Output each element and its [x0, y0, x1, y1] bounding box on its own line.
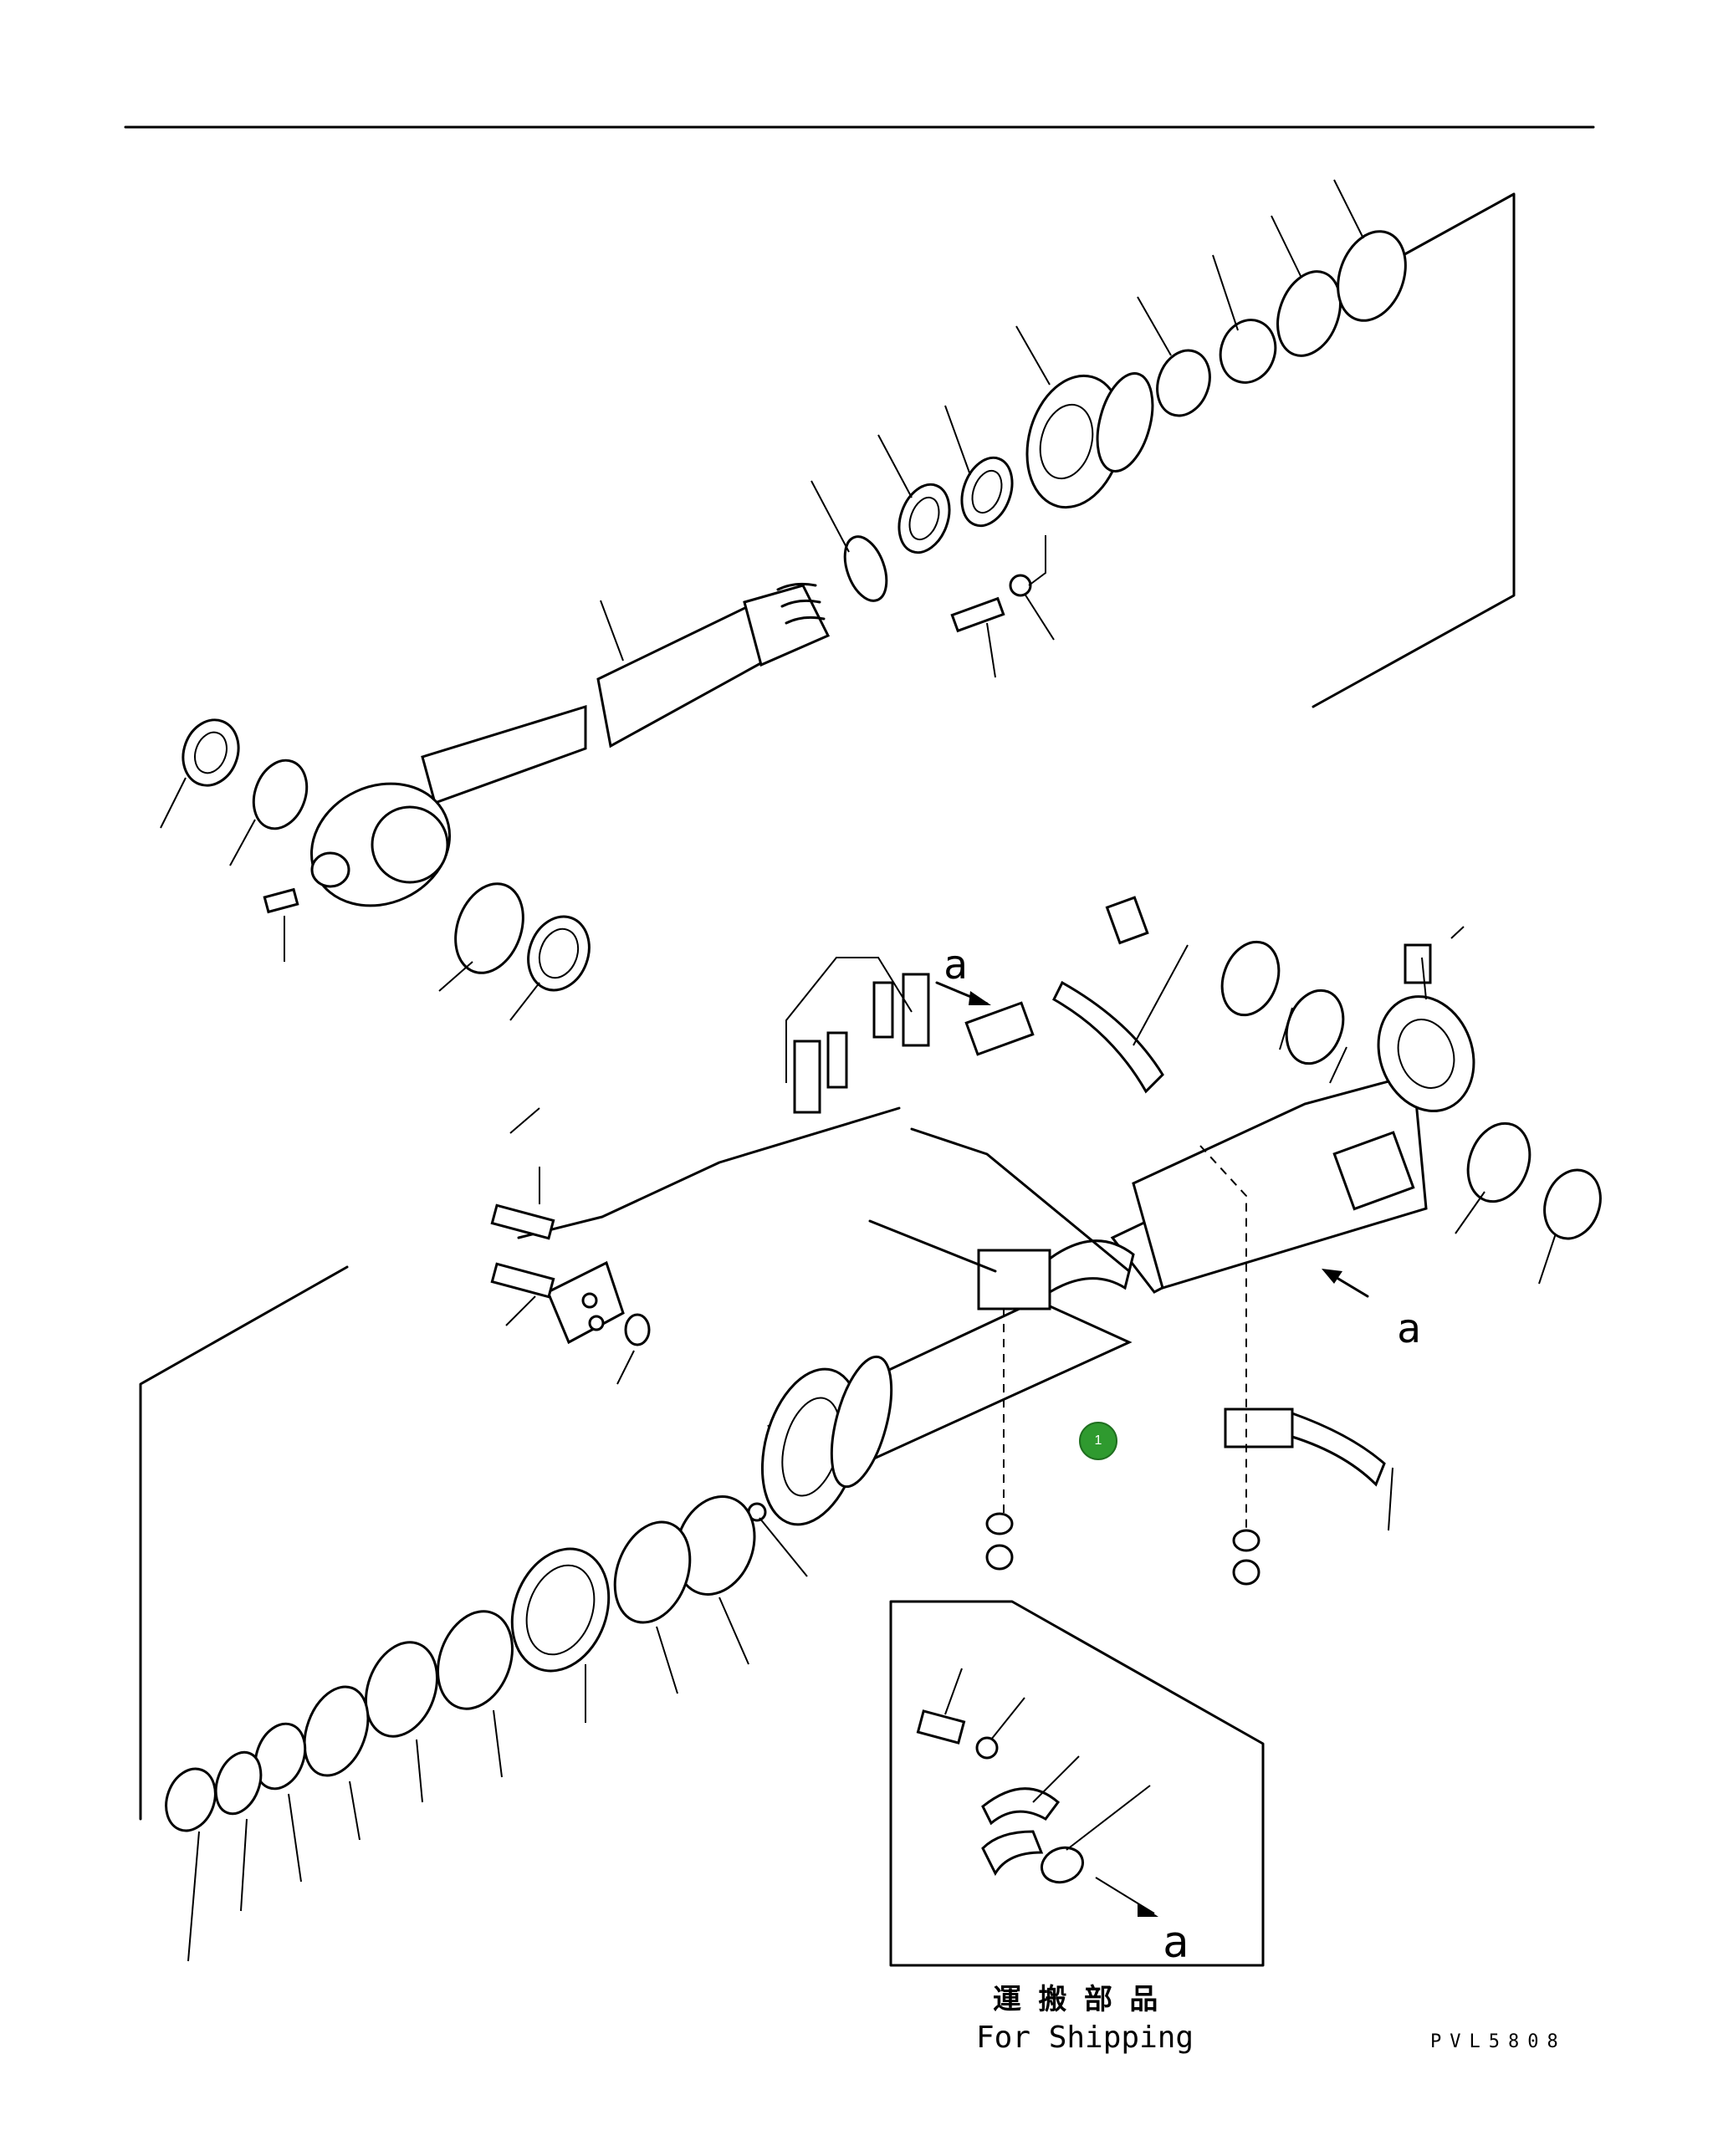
part-callout-1[interactable]: 1 — [1079, 1422, 1117, 1460]
lower-cylinder-assembly — [139, 896, 1602, 1962]
shipping-label-jp: 運 搬 部 品 — [993, 1983, 1158, 2016]
view-label-a-top: a — [943, 942, 968, 989]
upper-rod-assembly — [160, 179, 1516, 1021]
shipping-inset — [889, 1600, 1265, 1967]
drawing-code: PVL5808 — [1430, 2031, 1567, 2052]
view-label-a-inset: a — [1163, 1918, 1189, 1968]
shipping-label-en: For Shipping — [976, 2021, 1194, 2055]
view-label-a-right: a — [1397, 1305, 1421, 1352]
